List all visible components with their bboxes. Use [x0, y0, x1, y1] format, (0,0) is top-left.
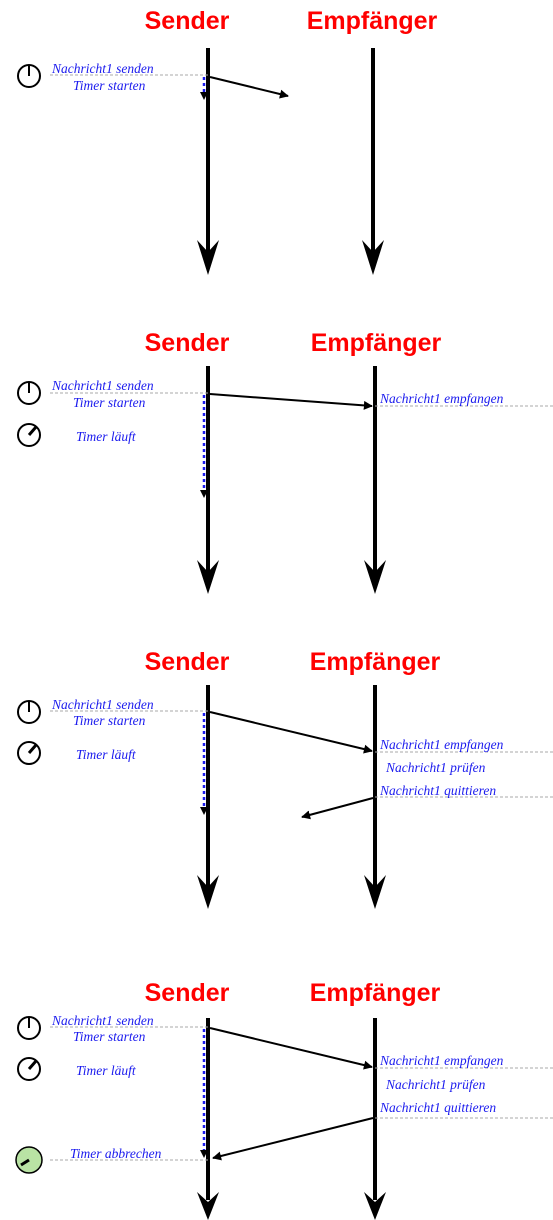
panel-4: Sender Empfänger Nachri [15, 979, 553, 1220]
ack-arrow [301, 797, 374, 820]
event-timer-cancel: Timer abbrechen [70, 1146, 162, 1161]
receiver-lifeline [364, 685, 386, 909]
event-acknowledge: Nachricht1 quittieren [379, 783, 496, 798]
event-receive: Nachricht1 empfangen [379, 737, 504, 752]
event-timer-start: Timer starten [73, 78, 146, 93]
clock-icon [17, 1016, 41, 1040]
event-check: Nachricht1 prüfen [385, 1077, 486, 1092]
event-timer-start: Timer starten [73, 395, 146, 410]
receiver-lifeline [364, 366, 386, 594]
receiver-title: Empfänger [310, 979, 441, 1007]
clock-icon [17, 700, 41, 724]
timer-line [200, 713, 208, 815]
clock-running-icon [17, 423, 41, 447]
receiver-lifeline [364, 1018, 386, 1220]
event-send: Nachricht1 senden [51, 697, 154, 712]
sender-title: Sender [145, 979, 230, 1007]
timer-line [200, 395, 208, 498]
message-arrow [209, 711, 373, 754]
receiver-title: Empfänger [307, 7, 438, 35]
sender-lifeline [197, 48, 219, 275]
event-acknowledge: Nachricht1 quittieren [379, 1100, 496, 1115]
timer-line [200, 1029, 208, 1158]
clock-running-icon [17, 1057, 41, 1081]
sender-title: Sender [145, 329, 230, 357]
message-arrow [209, 393, 373, 410]
ack-arrow [212, 1117, 374, 1161]
receiver-lifeline [362, 48, 384, 275]
event-timer-running: Timer läuft [76, 747, 137, 762]
clock-icon [17, 381, 41, 405]
event-receive: Nachricht1 empfangen [379, 1053, 504, 1068]
message-arrow [209, 1027, 373, 1070]
clock-icon [17, 64, 41, 88]
event-receive: Nachricht1 empfangen [379, 391, 504, 406]
sender-lifeline [197, 685, 219, 909]
event-timer-running: Timer läuft [76, 1063, 137, 1078]
event-timer-start: Timer starten [73, 1029, 146, 1044]
sender-title: Sender [145, 7, 230, 35]
event-send: Nachricht1 senden [51, 378, 154, 393]
receiver-title: Empfänger [311, 329, 442, 357]
event-send: Nachricht1 senden [51, 1013, 154, 1028]
sender-lifeline [197, 366, 219, 594]
clock-running-icon [17, 741, 41, 765]
event-send: Nachricht1 senden [51, 61, 154, 76]
sender-title: Sender [145, 648, 230, 676]
clock-stopped-icon [15, 1146, 43, 1174]
event-timer-start: Timer starten [73, 713, 146, 728]
message-arrow [209, 76, 289, 99]
panel-3: Sender Empfänger Nachricht1 senden Timer… [17, 648, 553, 909]
timer-line [200, 77, 208, 100]
panel-1: Sender Empfänger Nachricht1 senden Timer… [17, 7, 438, 275]
event-check: Nachricht1 prüfen [385, 760, 486, 775]
receiver-title: Empfänger [310, 648, 441, 676]
sender-lifeline [197, 1018, 219, 1220]
event-timer-running: Timer läuft [76, 429, 137, 444]
panel-2: Sender Empfänger Nachricht1 senden Timer… [17, 329, 553, 594]
